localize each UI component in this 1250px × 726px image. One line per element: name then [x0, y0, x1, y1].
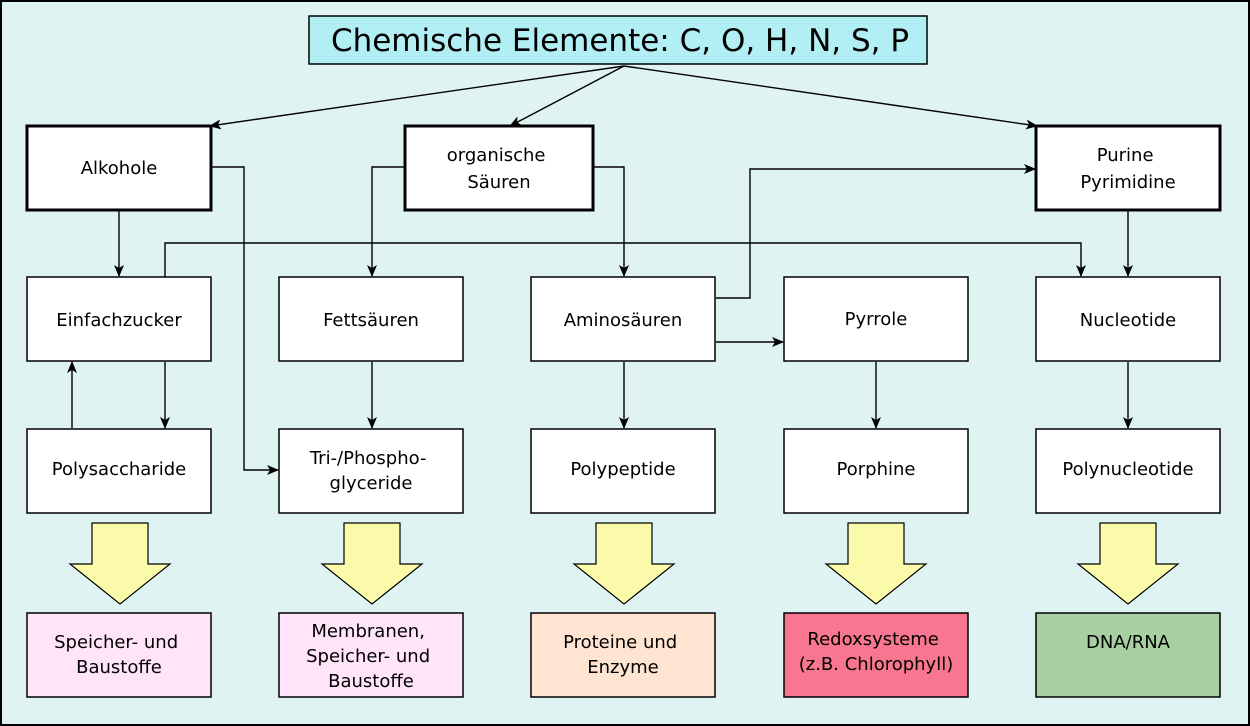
edge-alkohole-glyceride: [211, 166, 279, 475]
edge-title-purine: [623, 65, 1038, 130]
node-purine-line-1: Purine: [1097, 145, 1154, 166]
node-porphine-line-1: Porphine: [837, 459, 916, 480]
fat-arrows: [68, 522, 1180, 605]
svg-text:Tri-/Phospho- glyceride: Tri-/Phospho- glyceride: [309, 448, 432, 494]
svg-text:Pyrrole: Pyrrole: [845, 309, 908, 330]
result-redoxsysteme: Redoxsysteme (z.B. Chlorophyll): [783, 612, 969, 698]
svg-text:Polynucleotide: Polynucleotide: [1062, 459, 1193, 480]
svg-text:Nucleotide: Nucleotide: [1080, 310, 1176, 331]
svg-text:Proteine und Enzyme: Proteine und Enzyme: [563, 632, 683, 678]
connector-edges: [67, 65, 1133, 475]
node-glyceride-line-2: glyceride: [330, 473, 413, 494]
svg-text:DNA/RNA: DNA/RNA: [1086, 632, 1171, 653]
node-polysaccharide-line-1: Polysaccharide: [52, 459, 186, 480]
node-polynucleotide-line-1: Polynucleotide: [1062, 459, 1193, 480]
node-organische-saeuren-line-1: organische: [447, 145, 546, 166]
result-speicher-line-2: Baustoffe: [76, 657, 162, 678]
result-redox-line-2: (z.B. Chlorophyll): [799, 654, 954, 675]
fat-arrow-dna: [1076, 522, 1180, 605]
node-einfachzucker-line-1: Einfachzucker: [56, 310, 182, 331]
result-redox-line-1: Redoxsysteme: [807, 629, 938, 650]
node-nucleotide-line-1: Nucleotide: [1080, 310, 1176, 331]
node-aminosaeuren-line-1: Aminosäuren: [564, 310, 683, 331]
node-pyrrole-line-1: Pyrrole: [845, 309, 908, 330]
node-polypeptide-line-1: Polypeptide: [570, 459, 675, 480]
node-purine-pyrimidine: Purine Pyrimidine: [1034, 124, 1222, 212]
result-dna-rna: DNA/RNA: [1035, 612, 1221, 698]
result-speicher-line-1: Speicher- und: [54, 632, 178, 653]
svg-text:Polysaccharide: Polysaccharide: [52, 459, 186, 480]
fat-arrow-membranen: [320, 522, 424, 605]
svg-text:Redoxsysteme (z.B. Chlor: Redoxsysteme (z.B. Chlorophyll): [799, 629, 954, 675]
svg-text:Polypeptide: Polypeptide: [570, 459, 675, 480]
svg-text:Alkohole: Alkohole: [81, 158, 158, 179]
edge-title-organische-saeuren: [509, 65, 625, 127]
edge-title-alkohole: [209, 65, 625, 130]
svg-text:Einfachzucker: Einfachzucker: [56, 310, 182, 331]
result-proteine-line-2: Enzyme: [587, 657, 659, 678]
node-organische-saeuren-line-2: Säuren: [467, 172, 530, 193]
title-box: Chemische Elemente: C, O, H, N, S, P: [308, 15, 928, 65]
node-nucleotide: Nucleotide: [1035, 276, 1221, 362]
svg-text:organische Säuren: organische Säuren: [447, 145, 551, 193]
node-alkohole-line-1: Alkohole: [81, 158, 158, 179]
result-membranen: Membranen, Speicher- und Baustoffe: [278, 612, 464, 698]
svg-text:Speicher- und Baustoffe: Speicher- und Baustoffe: [54, 632, 184, 678]
result-membranen-line-3: Baustoffe: [328, 671, 414, 692]
svg-text:Aminosäuren: Aminosäuren: [564, 310, 683, 331]
edge-einfachzucker-nucleotide: [164, 242, 1086, 277]
edge-saeuren-fettsaeuren: [367, 166, 405, 277]
result-membranen-line-1: Membranen,: [311, 621, 425, 642]
title-text: Chemische Elemente: C, O, H, N, S, P: [331, 23, 909, 59]
result-membranen-line-2: Speicher- und: [306, 646, 430, 667]
node-fettsaeuren-line-1: Fettsäuren: [323, 310, 419, 331]
result-proteine-enzyme: Proteine und Enzyme: [530, 612, 716, 698]
node-polynucleotide: Polynucleotide: [1035, 428, 1221, 514]
node-tri-phosphoglyceride: Tri-/Phospho- glyceride: [278, 428, 464, 514]
fat-arrow-redox: [824, 522, 928, 605]
svg-text:Membranen, Speicher- und: Membranen, Speicher- und Baustoffe: [306, 621, 436, 692]
node-aminosaeuren: Aminosäuren: [530, 276, 716, 362]
node-alkohole: Alkohole: [25, 124, 213, 212]
node-polysaccharide: Polysaccharide: [26, 428, 212, 514]
fat-arrow-proteine: [572, 522, 676, 605]
result-dna-line-1: DNA/RNA: [1086, 632, 1171, 653]
node-fettsaeuren: Fettsäuren: [278, 276, 464, 362]
result-speicher-baustoffe: Speicher- und Baustoffe: [26, 612, 212, 698]
node-organische-saeuren: organische Säuren: [403, 124, 595, 212]
node-purine-line-2: Pyrimidine: [1080, 172, 1175, 193]
node-pyrrole: Pyrrole: [783, 276, 969, 362]
edge-saeuren-aminosaeuren: [593, 166, 629, 277]
node-porphine: Porphine: [783, 428, 969, 514]
node-glyceride-line-1: Tri-/Phospho-: [309, 448, 427, 469]
fat-arrow-speicher: [68, 522, 172, 605]
edge-aminosaeuren-purine: [716, 164, 1036, 299]
node-polypeptide: Polypeptide: [530, 428, 716, 514]
svg-text:Porphine: Porphine: [837, 459, 916, 480]
svg-text:Fettsäuren: Fettsäuren: [323, 310, 419, 331]
svg-text:Purine Pyrimidine: Purine Pyrimidine: [1080, 145, 1175, 193]
node-einfachzucker: Einfachzucker: [26, 276, 212, 362]
result-proteine-line-1: Proteine und: [563, 632, 677, 653]
